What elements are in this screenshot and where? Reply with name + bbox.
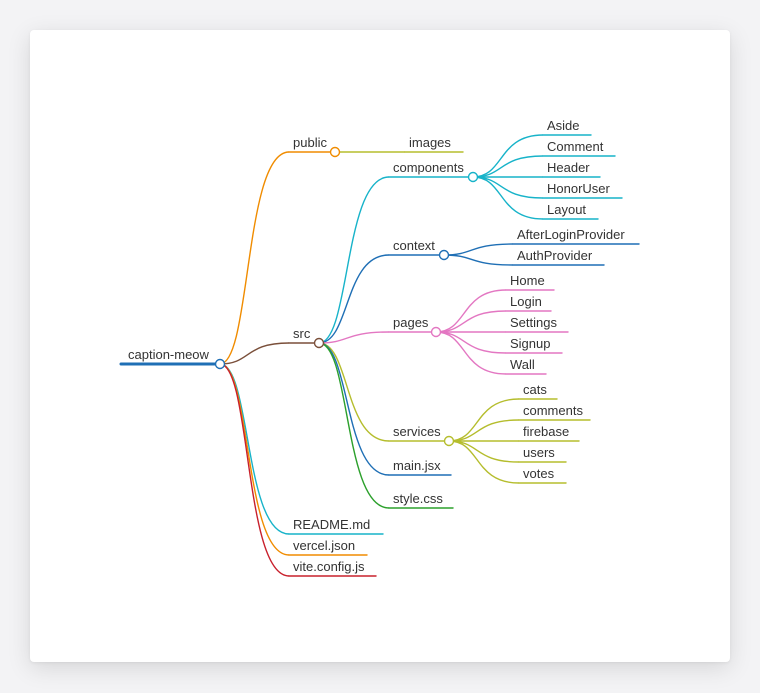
edge-signup [435,331,507,354]
node-label-context[interactable]: context [393,238,435,253]
node-label-public[interactable]: public [293,135,327,150]
node-label-signup[interactable]: Signup [510,336,550,351]
node-label-users[interactable]: users [523,445,555,460]
node-label-vite-config-js[interactable]: vite.config.js [293,559,365,574]
node-label-votes[interactable]: votes [523,466,555,481]
node-label-layout[interactable]: Layout [547,202,586,217]
collapse-toggle-public[interactable] [329,146,341,158]
node-label-honoruser[interactable]: HonorUser [547,181,611,196]
node-label-main-jsx[interactable]: main.jsx [393,458,441,473]
node-label-cats[interactable]: cats [523,382,547,397]
node-label-header[interactable]: Header [547,160,590,175]
node-label-caption-meow[interactable]: caption-meow [128,347,210,362]
node-label-images[interactable]: images [409,135,451,150]
edge-public [219,151,290,365]
node-label-home[interactable]: Home [510,273,545,288]
node-label-services[interactable]: services [393,424,441,439]
edge-context [318,254,390,344]
edge-components [318,176,390,344]
node-label-comment[interactable]: Comment [547,139,604,154]
edge-vercel-json [219,363,290,556]
node-label-vercel-json[interactable]: vercel.json [293,538,355,553]
edge-home [435,289,507,333]
edge-layout [472,176,544,220]
edge-vite-config-js [219,363,290,577]
node-label-authprovider[interactable]: AuthProvider [517,248,593,263]
edge-readme-md [219,363,290,535]
node-label-style-css[interactable]: style.css [393,491,443,506]
edge-main-jsx [318,342,390,476]
collapse-toggle-components[interactable] [467,171,479,183]
edge-comment [472,155,544,178]
node-label-aside[interactable]: Aside [547,118,580,133]
collapse-toggle-src[interactable] [313,337,325,349]
mindmap-card [30,30,730,662]
node-label-comments[interactable]: comments [523,403,583,418]
edge-services [318,342,390,442]
edge-users [448,440,520,463]
node-label-src[interactable]: src [293,326,311,341]
mindmap-edges [219,134,544,577]
edge-style-css [318,342,390,509]
edge-src [219,342,290,365]
collapse-toggle-context[interactable] [438,249,450,261]
edge-pages [318,331,390,344]
node-label-readme-md[interactable]: README.md [293,517,370,532]
collapse-toggle-caption-meow[interactable] [214,358,226,370]
node-label-settings[interactable]: Settings [510,315,557,330]
collapse-toggle-pages[interactable] [430,326,442,338]
node-label-login[interactable]: Login [510,294,542,309]
node-label-afterloginprovider[interactable]: AfterLoginProvider [517,227,625,242]
edge-afterloginprovider [443,243,514,256]
edge-wall [435,331,507,375]
edge-aside [472,134,544,178]
edge-votes [448,440,520,484]
edge-login [435,310,507,333]
node-label-firebase[interactable]: firebase [523,424,569,439]
node-label-pages[interactable]: pages [393,315,429,330]
edge-honoruser [472,176,544,199]
mindmap-nodes: caption-meow public images src components Asi… [119,118,640,577]
edge-authprovider [443,254,514,266]
collapse-toggle-services[interactable] [443,435,455,447]
node-label-components[interactable]: components [393,160,464,175]
node-label-wall[interactable]: Wall [510,357,535,372]
edge-comments [448,419,520,442]
edge-cats [448,398,520,442]
